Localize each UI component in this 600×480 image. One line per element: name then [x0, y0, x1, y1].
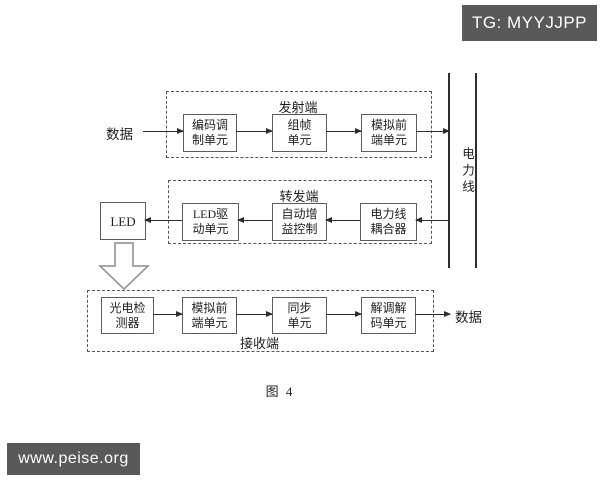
block-label-line: 组帧: [287, 118, 312, 132]
arrow-encoder-to-framing: [236, 128, 273, 134]
block-label-line: 益控制: [281, 222, 318, 236]
arrow-afe-to-sync: [236, 311, 273, 317]
block-label-line: 电力线: [370, 207, 407, 221]
block-analog-frontend-tx: 模拟前 端单元: [361, 114, 417, 152]
block-label-line: 动单元: [192, 222, 229, 236]
block-photodetector: 光电检 测器: [101, 297, 154, 334]
arrow-sync-to-demod: [326, 311, 362, 317]
block-framing-unit: 组帧 单元: [272, 114, 327, 152]
power-line-left: [448, 73, 450, 268]
block-led: LED: [100, 202, 146, 240]
arrow-leddriver-to-led: [144, 217, 182, 223]
power-line-right: [475, 73, 477, 268]
repeater-section-box: [168, 180, 432, 244]
block-powerline-coupler: 电力线 耦合器: [360, 203, 417, 241]
arrow-data-to-encoder: [143, 128, 184, 134]
arrow-powerline-to-coupler: [415, 217, 448, 223]
block-label-line: 端单元: [191, 315, 228, 330]
block-label-line: 同步: [287, 300, 312, 315]
block-sync-unit: 同步 单元: [272, 297, 327, 334]
receiver-section-title: 接收端: [239, 336, 279, 351]
block-label-line: 自动增: [281, 207, 318, 221]
block-label-line: 单元: [287, 133, 312, 147]
block-label-line: 光电检: [109, 300, 146, 315]
block-label-line: 编码调: [191, 118, 228, 132]
block-label-line: 单元: [287, 315, 312, 330]
block-label-line: 端单元: [370, 133, 407, 147]
arrow-demod-to-dataout: [415, 311, 451, 317]
block-led-driver-unit: LED驱 动单元: [182, 203, 239, 241]
block-label-line: 模拟前: [191, 300, 228, 315]
block-label-line: 测器: [115, 315, 140, 330]
arrow-coupler-to-agc: [325, 217, 360, 223]
block-agc-unit: 自动增 益控制: [272, 203, 327, 241]
block-analog-frontend-rx: 模拟前 端单元: [182, 297, 237, 334]
block-encode-modulate-unit: 编码调 制单元: [183, 114, 237, 152]
arrow-agc-to-leddriver: [237, 217, 272, 223]
figure-caption: 图 4: [265, 384, 295, 399]
watermark-top-right: TG: MYYJJPP: [462, 5, 597, 41]
arrow-framing-to-afe: [326, 128, 362, 134]
input-data-label: 数据: [106, 127, 133, 142]
output-data-label: 数据: [455, 310, 482, 325]
down-arrow-icon: [98, 242, 150, 291]
block-label-line: 制单元: [191, 133, 228, 147]
block-label-line: 模拟前: [370, 118, 407, 132]
block-label-line: 码单元: [370, 315, 407, 330]
repeater-section-title: 转发端: [279, 189, 319, 204]
transmitter-section-box: [166, 91, 432, 158]
block-label-line: LED驱: [192, 207, 229, 221]
arrow-photodetector-to-afe: [153, 311, 183, 317]
block-label-line: LED: [110, 213, 136, 229]
receiver-section-box: [87, 290, 434, 352]
power-line-label: 电力线: [460, 147, 474, 197]
watermark-bottom-left: www.peise.org: [7, 443, 140, 475]
transmitter-section-title: 发射端: [278, 100, 318, 115]
arrow-afe-to-powerline: [416, 128, 450, 134]
block-demod-decode-unit: 解调解 码单元: [361, 297, 416, 334]
block-label-line: 解调解: [370, 300, 407, 315]
block-label-line: 耦合器: [370, 222, 407, 236]
